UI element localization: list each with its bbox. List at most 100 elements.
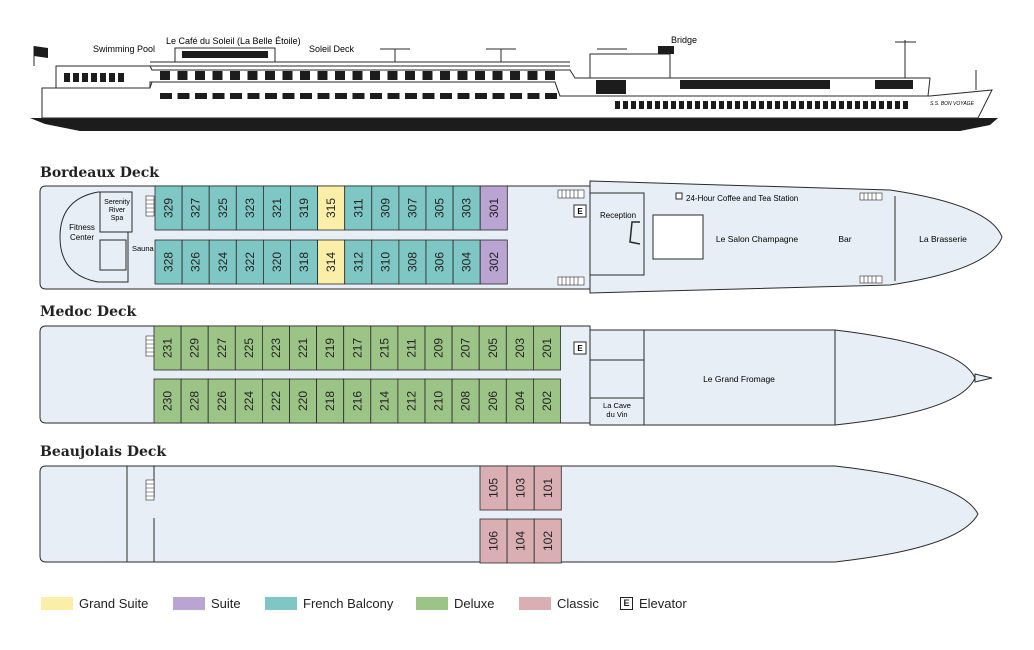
cabin-box	[180, 325, 209, 371]
cabin-number: 307	[405, 198, 419, 218]
cabin-box	[452, 239, 481, 285]
porthole-window	[695, 101, 700, 109]
porthole-window	[799, 101, 804, 109]
porthole-window	[767, 101, 772, 109]
porthole-window	[847, 101, 852, 109]
cabin-312: 312	[344, 239, 373, 285]
reception-counter	[629, 221, 641, 245]
flag-icon	[34, 46, 48, 58]
legend-label: Deluxe	[454, 596, 495, 611]
cabin-314: 314	[317, 239, 346, 285]
cabin-number: 314	[324, 252, 338, 272]
cabin-number: 205	[486, 338, 500, 358]
porthole-window	[492, 93, 505, 99]
cabin-number: 229	[188, 338, 202, 358]
cabin-220: 220	[289, 378, 318, 424]
stairs-icon	[145, 479, 155, 501]
stairs-icon	[145, 195, 155, 217]
porthole-window	[247, 71, 258, 80]
cabin-box	[262, 185, 291, 231]
porthole-window	[895, 101, 900, 109]
legend-label: Grand Suite	[79, 596, 149, 611]
porthole-window	[545, 93, 557, 99]
cabin-box	[316, 325, 345, 371]
porthole-window	[545, 71, 555, 80]
elevator-label: E	[577, 344, 583, 353]
porthole-window	[352, 71, 363, 80]
cabin-226: 226	[207, 378, 236, 424]
cabin-number: 315	[324, 198, 338, 218]
legend-classic: Classic	[519, 596, 599, 611]
porthole-window	[671, 101, 676, 109]
porthole-window	[743, 101, 748, 109]
label-swimming-pool: Swimming Pool	[93, 44, 155, 54]
porthole-window	[527, 93, 540, 99]
cabin-box	[316, 378, 345, 424]
porthole-window	[615, 101, 620, 109]
cabin-101: 101	[533, 465, 562, 511]
porthole-window	[230, 71, 240, 80]
legend-elevator: E Elevator	[620, 596, 687, 611]
cabin-number: 326	[189, 252, 203, 272]
cabin-number: 218	[323, 391, 337, 411]
cabin-number: 329	[162, 198, 176, 218]
porthole-window	[727, 101, 732, 109]
porthole-window	[230, 93, 242, 99]
coffee-station-icon	[675, 192, 683, 200]
legend-label: French Balcony	[303, 596, 394, 611]
label-ship-name: S.S. BON VOYAGE	[930, 101, 975, 107]
cabin-box	[505, 378, 534, 424]
cabin-number: 210	[432, 391, 446, 411]
bow-tip	[974, 373, 993, 383]
suite-swatch	[173, 597, 205, 610]
cabin-328: 328	[154, 239, 183, 285]
cabin-323: 323	[235, 185, 264, 231]
cabin-number: 215	[377, 338, 391, 358]
cabin-205: 205	[478, 325, 507, 371]
cabin-number: 328	[162, 252, 176, 272]
cabin-number: 217	[350, 338, 364, 358]
elevator-label: E	[577, 207, 583, 216]
porthole-window	[247, 93, 260, 99]
elevator-icon: E	[620, 597, 633, 610]
porthole-window	[387, 93, 400, 99]
legend-label: Classic	[557, 596, 599, 611]
porthole-window	[863, 101, 868, 109]
cabin-number: 101	[541, 478, 555, 498]
reception-label: Reception	[600, 211, 636, 220]
cabin-number: 327	[189, 198, 203, 218]
cabin-216: 216	[343, 378, 372, 424]
porthole-window	[475, 71, 485, 80]
cabin-219: 219	[316, 325, 345, 371]
cabin-326: 326	[181, 239, 210, 285]
cabin-number: 312	[351, 252, 365, 272]
porthole-window	[118, 73, 124, 82]
cabin-325: 325	[208, 185, 237, 231]
profile-windows	[64, 71, 913, 109]
porthole-window	[855, 101, 860, 109]
cabin-box	[344, 185, 373, 231]
cabin-322: 322	[235, 239, 264, 285]
cabin-number: 227	[215, 338, 229, 358]
cabin-number: 230	[161, 391, 175, 411]
cabin-303: 303	[452, 185, 481, 231]
ship-profile: Swimming Pool Le Café du Soleil (La Bell…	[30, 35, 998, 131]
cabin-box	[289, 378, 318, 424]
porthole-window	[265, 93, 277, 99]
cabin-204: 204	[505, 378, 534, 424]
stairs-icon	[557, 189, 585, 286]
cabin-209: 209	[424, 325, 453, 371]
cabin-212: 212	[397, 378, 426, 424]
cabin-number: 104	[514, 531, 528, 551]
cabin-218: 218	[316, 378, 345, 424]
cabin-306: 306	[425, 239, 454, 285]
porthole-window	[903, 101, 908, 109]
cabin-number: 222	[269, 391, 283, 411]
porthole-window	[807, 101, 812, 109]
porthole-window	[160, 71, 170, 80]
cabin-320: 320	[262, 239, 291, 285]
cabin-309: 309	[371, 185, 400, 231]
porthole-window	[109, 73, 115, 82]
